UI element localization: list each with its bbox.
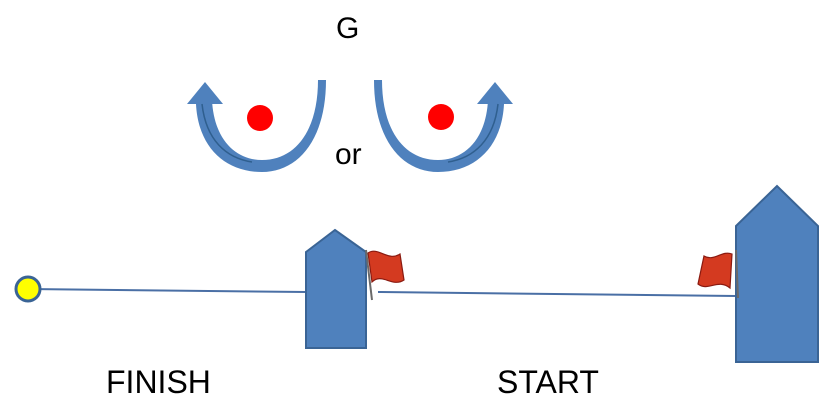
finish-line: [27, 288, 307, 293]
red-ball-left-icon: [247, 105, 273, 131]
label-g: G: [336, 12, 360, 45]
u-turn-arrow-left-icon: [187, 80, 326, 172]
red-flag-icon: [365, 249, 405, 301]
start-line: [377, 291, 737, 297]
label-start: START: [497, 364, 599, 400]
small-boat-icon: [305, 228, 367, 349]
label-or: or: [335, 138, 362, 171]
red-ball-right-icon: [428, 104, 454, 130]
label-finish: FINISH: [106, 364, 211, 400]
u-turn-arrow-right-icon: [374, 80, 513, 172]
red-flag-icon: [697, 249, 739, 299]
yellow-buoy-icon: [14, 275, 42, 303]
large-boat-icon: [735, 184, 819, 363]
